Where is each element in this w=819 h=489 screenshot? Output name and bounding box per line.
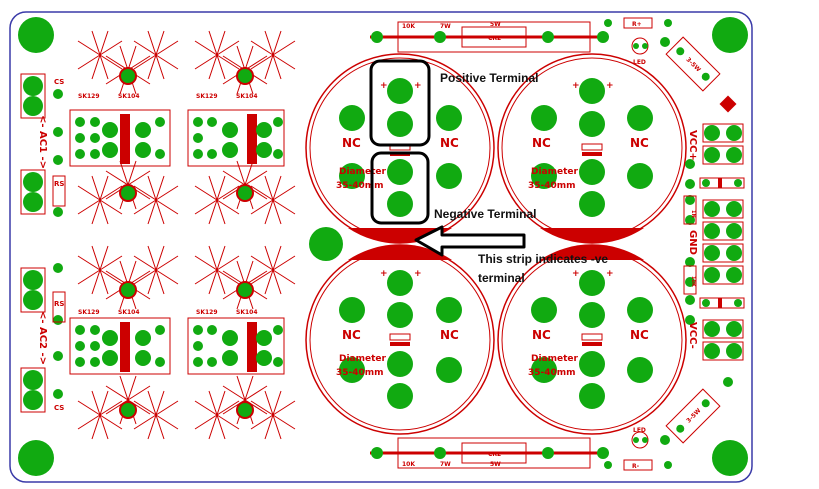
- top-5w-label: 5W: [490, 21, 501, 28]
- strip-note-line2: terminal: [478, 271, 525, 285]
- cap3-plus-1: +: [380, 269, 388, 279]
- cap4-diameter-value: 35-40mm: [528, 368, 576, 378]
- capacitors: + + NC NC Diameter 35-40mm + + NC NC: [305, 53, 687, 435]
- sk104-label-2: SK104: [236, 93, 258, 100]
- cap2-diameter-value: 35-40mm: [528, 181, 576, 191]
- cap3-diameter-value: 35-40mm: [336, 368, 384, 378]
- top-resistor-strip: 10K 7W 5W CR2 10K 7W 5W CR2: [370, 21, 609, 469]
- rs-label-bottom: RS: [54, 300, 64, 308]
- strip-arrow: [414, 225, 526, 257]
- res-3-5w-top: 3-5W: [685, 56, 703, 74]
- vcc-minus-label: VCC-: [687, 322, 698, 349]
- positive-terminal-label: Positive Terminal: [440, 71, 538, 85]
- negative-terminal-label: Negative Terminal: [434, 207, 536, 221]
- led-label-top: LED: [633, 59, 646, 66]
- annotations: Positive Terminal Negative Terminal This…: [369, 59, 608, 285]
- cap1-nc-right: NC: [440, 136, 459, 150]
- cap3-plus-2: +: [414, 269, 422, 279]
- capacitor-3: + + NC NC Diameter 35-40mm: [305, 244, 495, 435]
- sk129-label-3: SK129: [78, 309, 100, 316]
- cap4-nc-left: NC: [532, 328, 551, 342]
- sk129-label-1: SK129: [78, 93, 100, 100]
- cap1-diameter-value: 35-40mm: [336, 181, 384, 191]
- cap2-plus-2: +: [606, 81, 614, 91]
- cap4-plus-2: +: [606, 269, 614, 279]
- cap4-plus-1: +: [572, 269, 580, 279]
- ac2-label: <- AC2 ->: [37, 311, 48, 365]
- res-3-5w-bottom: 3-5W: [685, 407, 703, 425]
- top-7w-label: 7W: [440, 23, 451, 30]
- r-plus-label: R+: [632, 21, 642, 28]
- sk129-label-4: SK129: [196, 309, 218, 316]
- positive-terminal-highlight: [369, 59, 431, 147]
- cap3-nc-left: NC: [342, 328, 361, 342]
- capacitor-4: + + NC NC Diameter 35-40mm: [497, 244, 687, 435]
- bottom-10k-label: 10K: [402, 461, 415, 468]
- bottom-cr2-label: CR2: [488, 451, 501, 458]
- r-minus-label: R-: [632, 463, 640, 470]
- sk104-label-1: SK104: [118, 93, 140, 100]
- capacitor-2: + + NC NC Diameter 35-40mm: [497, 53, 687, 244]
- cap2-nc-right: NC: [630, 136, 649, 150]
- top-10k-label: 10K: [402, 23, 415, 30]
- sk129-label-2: SK129: [196, 93, 218, 100]
- cap1-plus-2: +: [414, 81, 422, 91]
- vcc-plus-label: VCC+: [687, 130, 698, 161]
- bottom-7w-label: 7W: [440, 461, 451, 468]
- cs-label-top: CS: [54, 78, 64, 86]
- mounting-holes: [18, 17, 748, 476]
- cap1-plus-1: +: [380, 81, 388, 91]
- board-outline: [9, 11, 753, 483]
- top-cr2-label: CR2: [488, 35, 501, 42]
- left-rectifier-section: <- AC1 -> <- AC2 -> CS RS RS CS: [20, 30, 296, 440]
- r-1n-label: 1N: [690, 210, 696, 218]
- right-output-section: LED LED R+ R- 3-5W 3-5W: [604, 17, 745, 471]
- cap3-diameter: Diameter: [339, 354, 387, 364]
- cap4-diameter: Diameter: [531, 354, 579, 364]
- bottom-5w-label: 5W: [490, 461, 501, 468]
- cap2-plus-1: +: [572, 81, 580, 91]
- negative-terminal-highlight: [370, 151, 430, 225]
- cap2-diameter: Diameter: [531, 167, 579, 177]
- cs-label-bottom: CS: [54, 404, 64, 412]
- gnd-label: GND: [687, 230, 698, 255]
- sk104-label-4: SK104: [236, 309, 258, 316]
- cap1-nc-left: NC: [342, 136, 361, 150]
- cap3-nc-right: NC: [440, 328, 459, 342]
- cap1-diameter: Diameter: [339, 167, 387, 177]
- r-10k-label: 10K: [690, 276, 696, 288]
- rs-label-top: RS: [54, 180, 64, 188]
- strip-note-line1: This strip indicates -ve: [478, 252, 608, 266]
- ac1-label: <- AC1 ->: [37, 115, 48, 169]
- cap4-nc-right: NC: [630, 328, 649, 342]
- sk104-label-3: SK104: [118, 309, 140, 316]
- led-label-bottom: LED: [633, 427, 646, 434]
- cap2-nc-left: NC: [532, 136, 551, 150]
